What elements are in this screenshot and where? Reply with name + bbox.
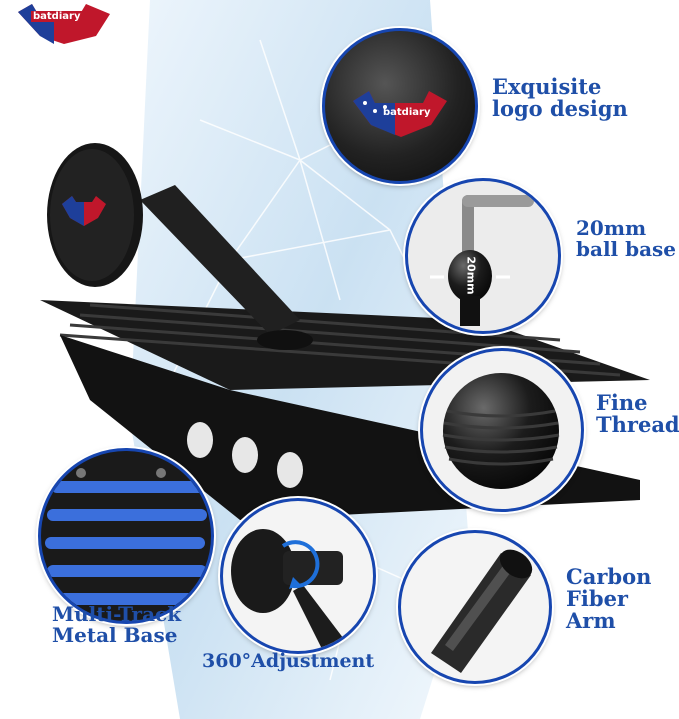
multi-track-label: Multi-Track Metal Base	[52, 602, 182, 647]
logo-label: Exquisite logo design	[492, 74, 628, 122]
bat-flag-logo-icon	[353, 91, 447, 137]
ball-base-callout-bubble: 20mm	[405, 178, 561, 334]
track-rails-icon	[45, 468, 211, 605]
carbon-tube-icon	[431, 549, 533, 673]
brand-logo-text: batdiary	[31, 11, 83, 22]
carbon-arm-callout-bubble	[398, 530, 552, 684]
logo-callout-bubble: batdiary	[322, 28, 478, 184]
bubble-brand-text: batdiary	[383, 107, 431, 118]
fine-thread-callout-bubble	[420, 348, 584, 512]
threaded-ball-icon	[442, 373, 560, 489]
ball-base-label: 20mm ball base	[576, 216, 677, 261]
hex-key-icon	[430, 195, 534, 326]
thread-label: Fine Thread	[596, 390, 679, 438]
adjustment-label: 360°Adjustment	[202, 650, 375, 672]
ball-engraving-text: 20mm	[464, 256, 478, 295]
multi-track-callout-bubble	[38, 448, 214, 624]
carbon-arm-label: Carbon Fiber Arm	[566, 564, 652, 634]
swivel-joint-icon	[231, 529, 353, 651]
adjustment-callout-bubble	[220, 498, 376, 654]
